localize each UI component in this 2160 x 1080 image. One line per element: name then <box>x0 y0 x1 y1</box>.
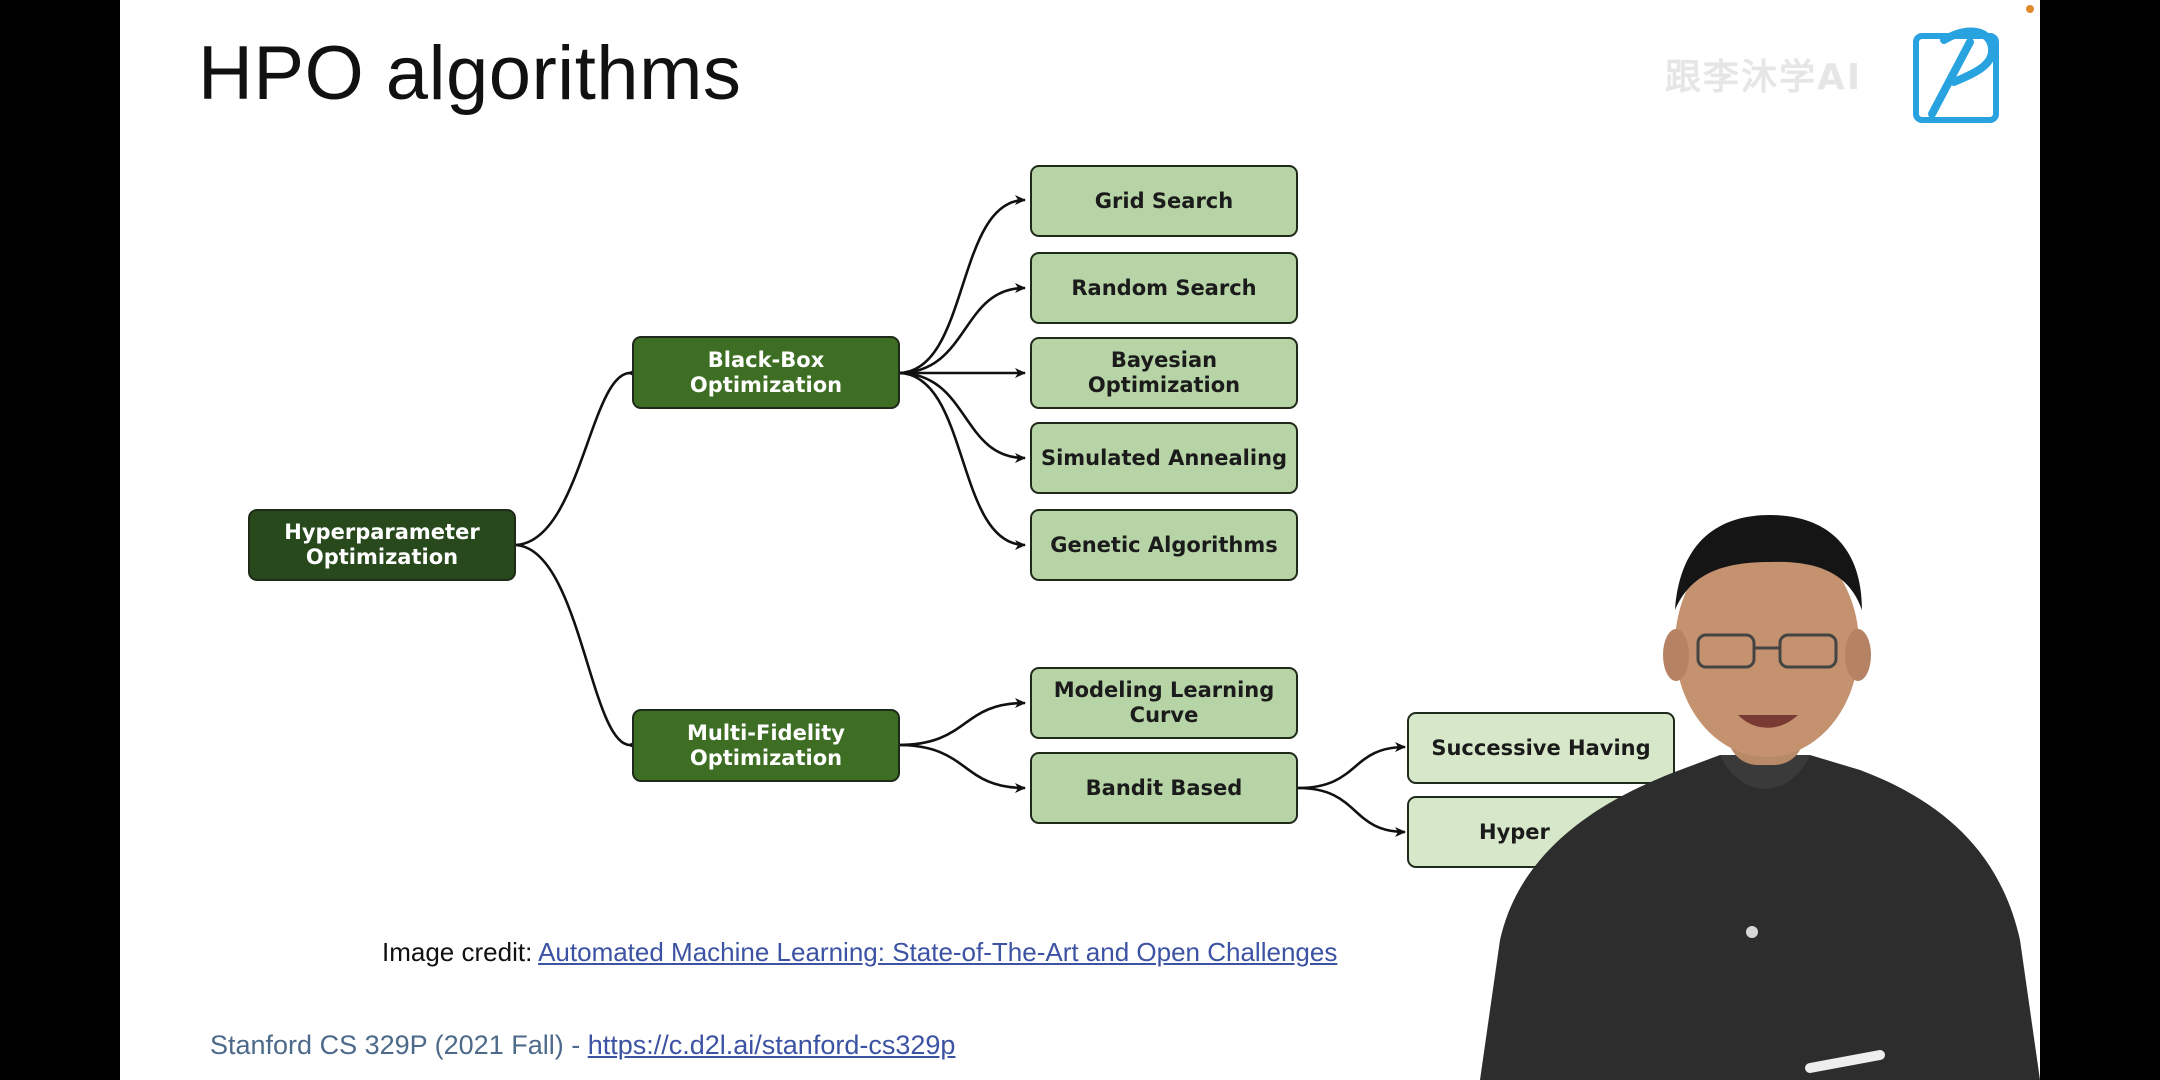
edge-bb-grid <box>897 195 1026 375</box>
node-hyperparameter-optimization: Hyperparameter Optimization <box>248 509 516 581</box>
image-credit: Image credit: Automated Machine Learning… <box>382 937 1337 968</box>
edge-bandit-successive <box>1297 742 1406 790</box>
slide-footer: Stanford CS 329P (2021 Fall) - https://c… <box>210 1030 955 1061</box>
edge-mf-learning-curve <box>897 698 1026 747</box>
node-multi-fidelity-optimization: Multi-Fidelity Optimization <box>632 709 900 782</box>
recording-indicator-icon <box>2026 5 2034 13</box>
edge-root-blackbox <box>513 368 638 547</box>
node-random-search: Random Search <box>1030 252 1298 324</box>
node-genetic-algorithms: Genetic Algorithms <box>1030 509 1298 581</box>
image-credit-label: Image credit: <box>382 937 539 967</box>
edge-mf-bandit <box>897 743 1026 793</box>
node-modeling-learning-curve: Modeling Learning Curve <box>1030 667 1298 739</box>
footer-course-link[interactable]: https://c.d2l.ai/stanford-cs329p <box>587 1030 956 1060</box>
node-grid-search: Grid Search <box>1030 165 1298 237</box>
presenter-video-overlay <box>1480 515 2040 1080</box>
diagram-connectors <box>513 195 1406 837</box>
watermark-text: 跟李沐学AI <box>1665 57 1863 98</box>
edge-root-multifidelity <box>513 543 638 750</box>
bilibili-tv-logo-icon <box>1913 27 1999 123</box>
image-credit-link[interactable]: Automated Machine Learning: State-of-The… <box>538 937 1338 967</box>
edge-bb-genetic <box>897 371 1026 550</box>
node-black-box-optimization: Black-Box Optimization <box>632 336 900 409</box>
slide-title: HPO algorithms <box>198 31 742 116</box>
footer-course-label: Stanford CS 329P (2021 Fall) - <box>210 1030 588 1060</box>
slide: HPO algorithms 跟李沐学AI Hyperparameter Opt… <box>120 0 2040 1080</box>
node-bayesian-optimization: Bayesian Optimization <box>1030 337 1298 409</box>
edge-bandit-hyper <box>1297 786 1406 837</box>
node-bandit-based: Bandit Based <box>1030 752 1298 824</box>
node-successive-having: Successive Having <box>1407 712 1675 784</box>
edge-bb-annealing <box>897 371 1026 463</box>
node-simulated-annealing: Simulated Annealing <box>1030 422 1298 494</box>
edge-bb-random <box>897 283 1026 375</box>
